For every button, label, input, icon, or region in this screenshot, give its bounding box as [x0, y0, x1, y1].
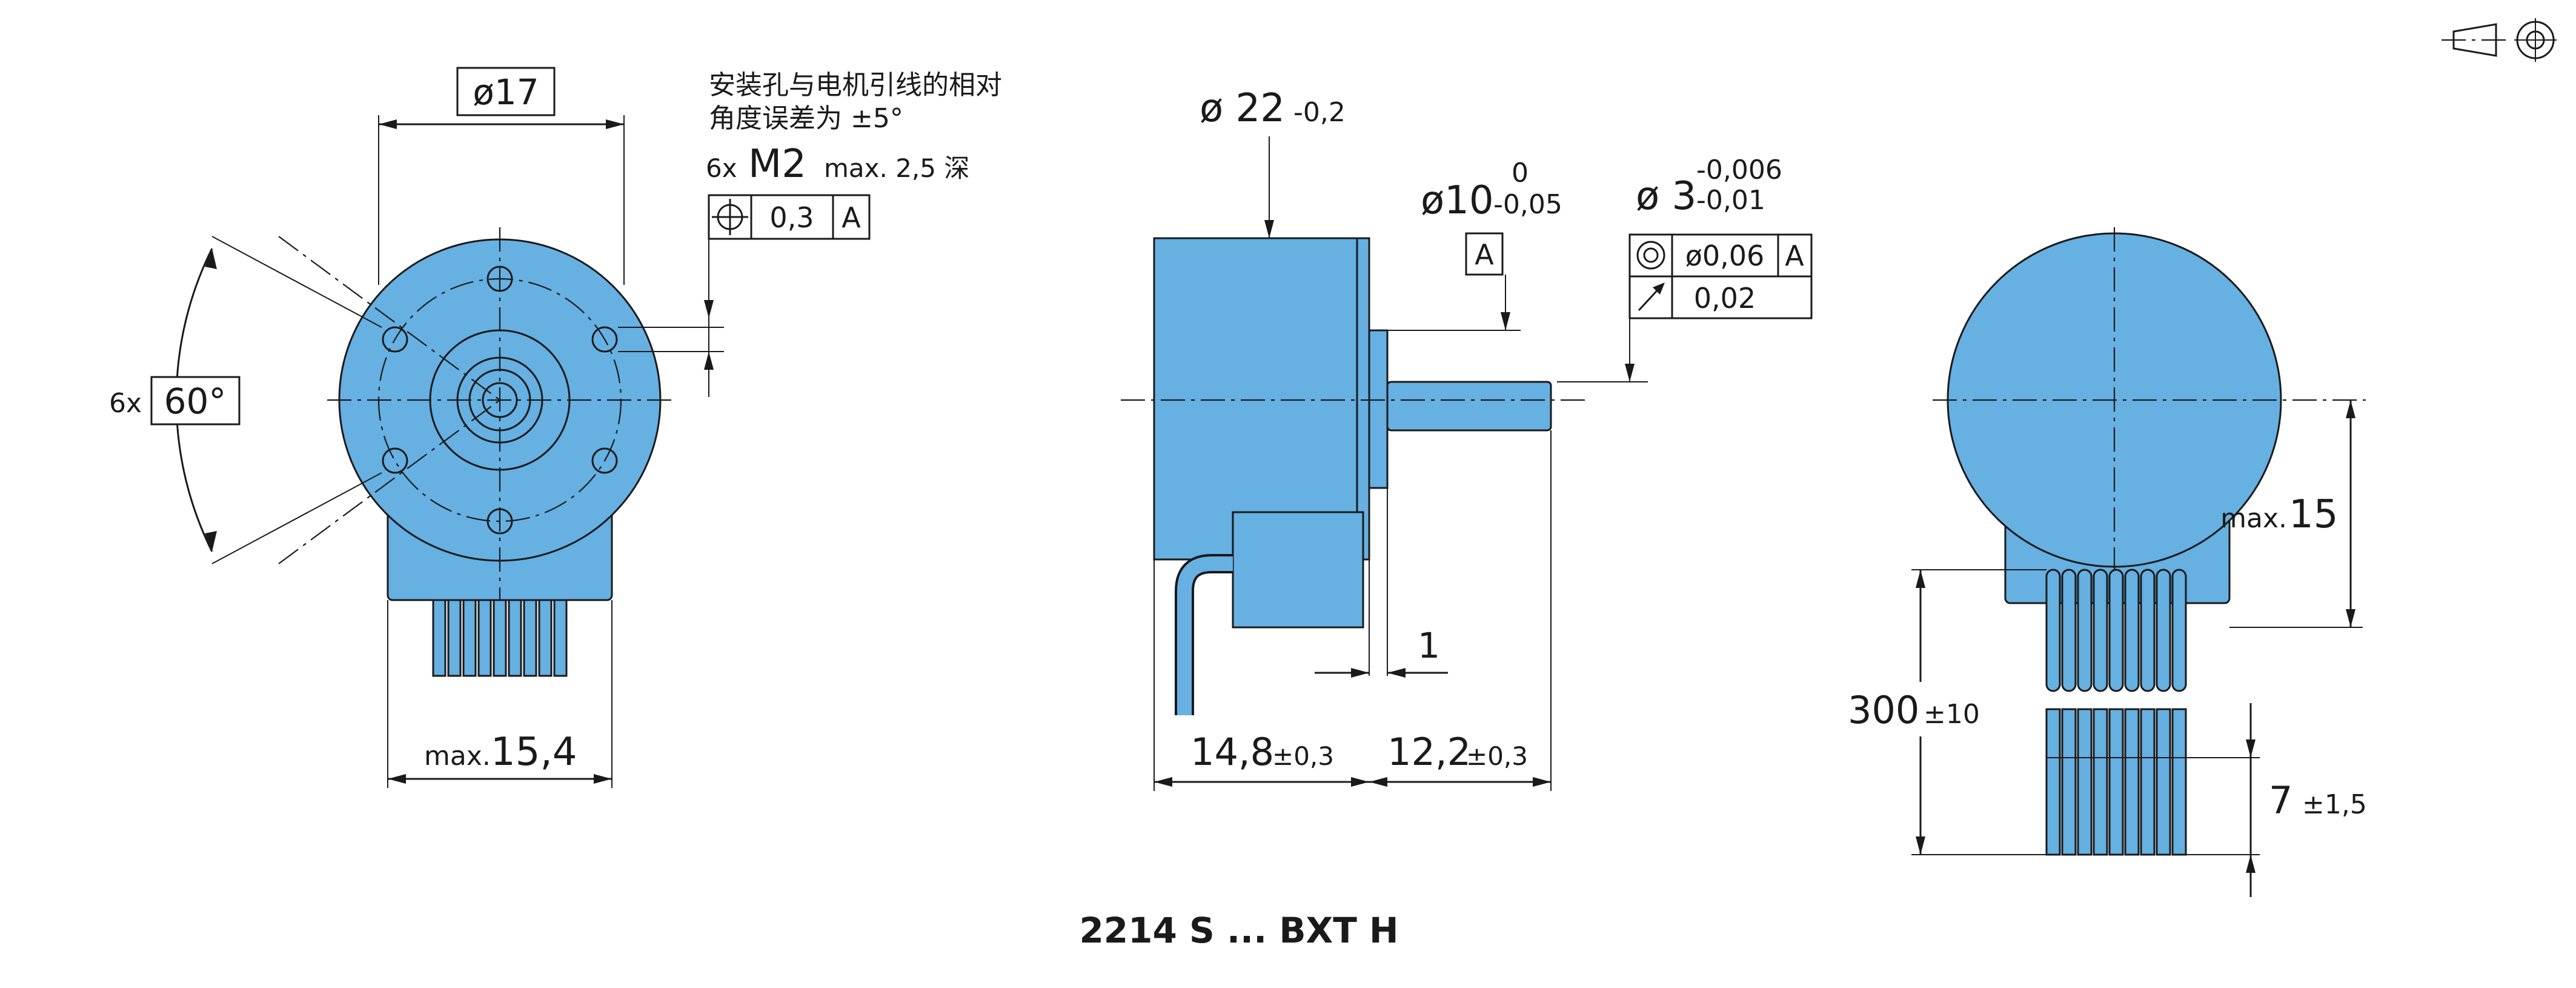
position-tolerance-datum: A: [842, 201, 861, 234]
position-tolerance-icon: [712, 199, 748, 235]
pilot-datum: A: [1475, 238, 1494, 271]
body-length: 14,8: [1190, 730, 1274, 774]
mount-hole-upper-left: [382, 326, 408, 353]
angle-prefix: 6x: [109, 388, 142, 419]
hole-thread: M2: [748, 142, 806, 187]
shaft-length-tol: ±0,3: [1466, 741, 1528, 771]
rear-leads-upper: [2045, 569, 2187, 692]
angle-value: 60°: [164, 381, 227, 422]
pilot-length: 1: [1418, 625, 1440, 666]
side-view: ø 22 -0,2 ø10 0 -0,05 A ø 3 -0,006 -0,01…: [1121, 86, 1813, 791]
concentricity-icon: [1636, 241, 1665, 270]
geometric-tolerance-frame: ø0,06 A 0,02: [1628, 233, 1813, 319]
front-diameter-label: ø17: [473, 72, 539, 113]
rear-view: max. 15 300 ±10 7 ±1,5: [1842, 227, 2367, 897]
concentricity-datum: A: [1785, 239, 1804, 272]
runout-icon: [1638, 282, 1665, 312]
side-pilot: [1368, 329, 1389, 489]
mount-hole-upper-right: [591, 326, 618, 353]
shaft-length: 12,2: [1387, 730, 1471, 774]
side-shaft: [1386, 381, 1552, 432]
shaft-tol-lower: -0,01: [1696, 185, 1765, 216]
strip-length: 7: [2269, 778, 2292, 823]
shaft-diameter: ø 3: [1636, 174, 1696, 219]
model-caption: 2214 S ... BXT H: [1079, 910, 1398, 951]
mount-hole-lower-left: [382, 447, 408, 474]
shaft-tol-upper: -0,006: [1696, 155, 1782, 185]
projection-symbol-icon: [2442, 18, 2557, 62]
hole-prefix: 6x: [706, 153, 737, 183]
runout-value: 0,02: [1694, 282, 1756, 315]
lead-length: 300: [1848, 688, 1919, 732]
angle-note-line2: 角度误差为 ±5°: [709, 103, 903, 134]
position-tolerance-value: 0,3: [769, 201, 814, 234]
hole-depth: max. 2,5 深: [824, 153, 969, 183]
pilot-tol-upper: 0: [1512, 158, 1529, 189]
shaft-end: [482, 382, 518, 418]
rear-leads-lower: [2045, 708, 2187, 856]
front-width-prefix: max.: [424, 741, 491, 772]
side-connector-block: [1232, 511, 1364, 629]
position-tolerance-frame: 0,3 A: [708, 194, 871, 240]
pilot-diameter: ø10: [1421, 178, 1494, 223]
body-length-tol: ±0,3: [1272, 741, 1334, 771]
angle-note-line1: 安装孔与电机引线的相对: [709, 70, 1002, 101]
concentricity-value: ø0,06: [1685, 239, 1765, 272]
mount-hole-lower-right: [591, 447, 618, 474]
rear-height-value: 15: [2289, 492, 2338, 537]
strip-length-tol: ±1,5: [2302, 789, 2367, 820]
body-diameter: ø 22: [1200, 86, 1285, 131]
front-width-value: 15,4: [491, 730, 577, 775]
body-diameter-tol: -0,2: [1293, 97, 1346, 128]
rear-height-prefix: max.: [2220, 503, 2287, 534]
lead-length-tol: ±10: [1924, 699, 1980, 730]
side-motor-body: [1153, 237, 1370, 561]
front-leads: [432, 599, 568, 677]
pilot-tol-lower: -0,05: [1493, 189, 1562, 220]
front-view: ø17 安装孔与电机引线的相对 角度误差为 ±5° 6x M2 max. 2,5…: [109, 67, 1002, 788]
